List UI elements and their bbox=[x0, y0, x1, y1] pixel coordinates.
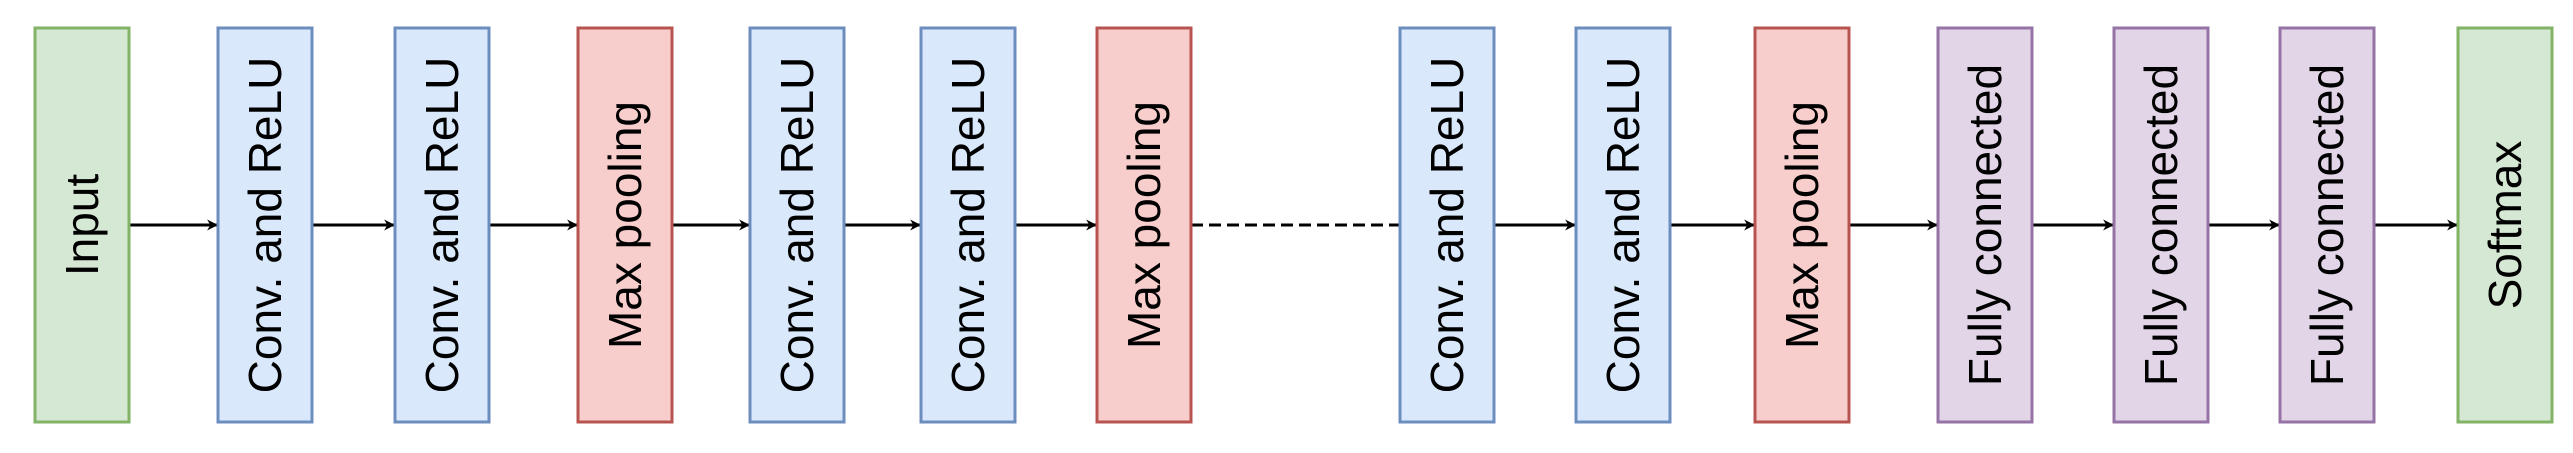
block-pool3-box bbox=[1753, 26, 1851, 424]
block-input-label: Input bbox=[56, 174, 108, 277]
block-pool1-label: Max pooling bbox=[599, 101, 651, 349]
block-conv1-label: Conv. and ReLU bbox=[239, 57, 291, 394]
block-softmax: Softmax bbox=[2456, 26, 2554, 424]
block-conv5-label: Conv. and ReLU bbox=[1421, 57, 1473, 394]
block-conv3-label: Conv. and ReLU bbox=[771, 57, 823, 394]
block-conv1: Conv. and ReLU bbox=[216, 26, 314, 424]
block-fc1: Fully connected bbox=[1936, 26, 2034, 424]
block-fc3: Fully connected bbox=[2278, 26, 2376, 424]
block-fc3-box bbox=[2278, 26, 2376, 424]
block-pool3: Max pooling bbox=[1753, 26, 1851, 424]
block-conv3: Conv. and ReLU bbox=[748, 26, 846, 424]
block-conv4-box bbox=[919, 26, 1017, 424]
block-conv2-box bbox=[393, 26, 491, 424]
block-fc2: Fully connected bbox=[2112, 26, 2210, 424]
block-conv4-label: Conv. and ReLU bbox=[942, 57, 994, 394]
block-pool2: Max pooling bbox=[1095, 26, 1193, 424]
block-pool2-label: Max pooling bbox=[1118, 101, 1170, 349]
block-pool2-box bbox=[1095, 26, 1193, 424]
block-softmax-box bbox=[2456, 26, 2554, 424]
blocks-layer: Input Conv. and ReLU Conv. and ReLU Max poo… bbox=[33, 26, 2554, 424]
block-conv5-box bbox=[1398, 26, 1496, 424]
block-conv6: Conv. and ReLU bbox=[1574, 26, 1672, 424]
block-conv4: Conv. and ReLU bbox=[919, 26, 1017, 424]
block-conv1-box bbox=[216, 26, 314, 424]
block-fc2-label: Fully connected bbox=[2135, 64, 2187, 386]
block-pool1: Max pooling bbox=[576, 26, 674, 424]
block-fc1-box bbox=[1936, 26, 2034, 424]
block-conv3-box bbox=[748, 26, 846, 424]
block-fc1-label: Fully connected bbox=[1959, 64, 2011, 386]
block-conv6-label: Conv. and ReLU bbox=[1597, 57, 1649, 394]
block-input: Input bbox=[33, 26, 131, 424]
block-pool1-box bbox=[576, 26, 674, 424]
block-conv5: Conv. and ReLU bbox=[1398, 26, 1496, 424]
block-fc3-label: Fully connected bbox=[2301, 64, 2353, 386]
block-conv2-label: Conv. and ReLU bbox=[416, 57, 468, 394]
block-softmax-label: Softmax bbox=[2479, 141, 2531, 310]
block-fc2-box bbox=[2112, 26, 2210, 424]
block-conv6-box bbox=[1574, 26, 1672, 424]
block-input-box bbox=[33, 26, 131, 424]
block-conv2: Conv. and ReLU bbox=[393, 26, 491, 424]
block-pool3-label: Max pooling bbox=[1776, 101, 1828, 349]
